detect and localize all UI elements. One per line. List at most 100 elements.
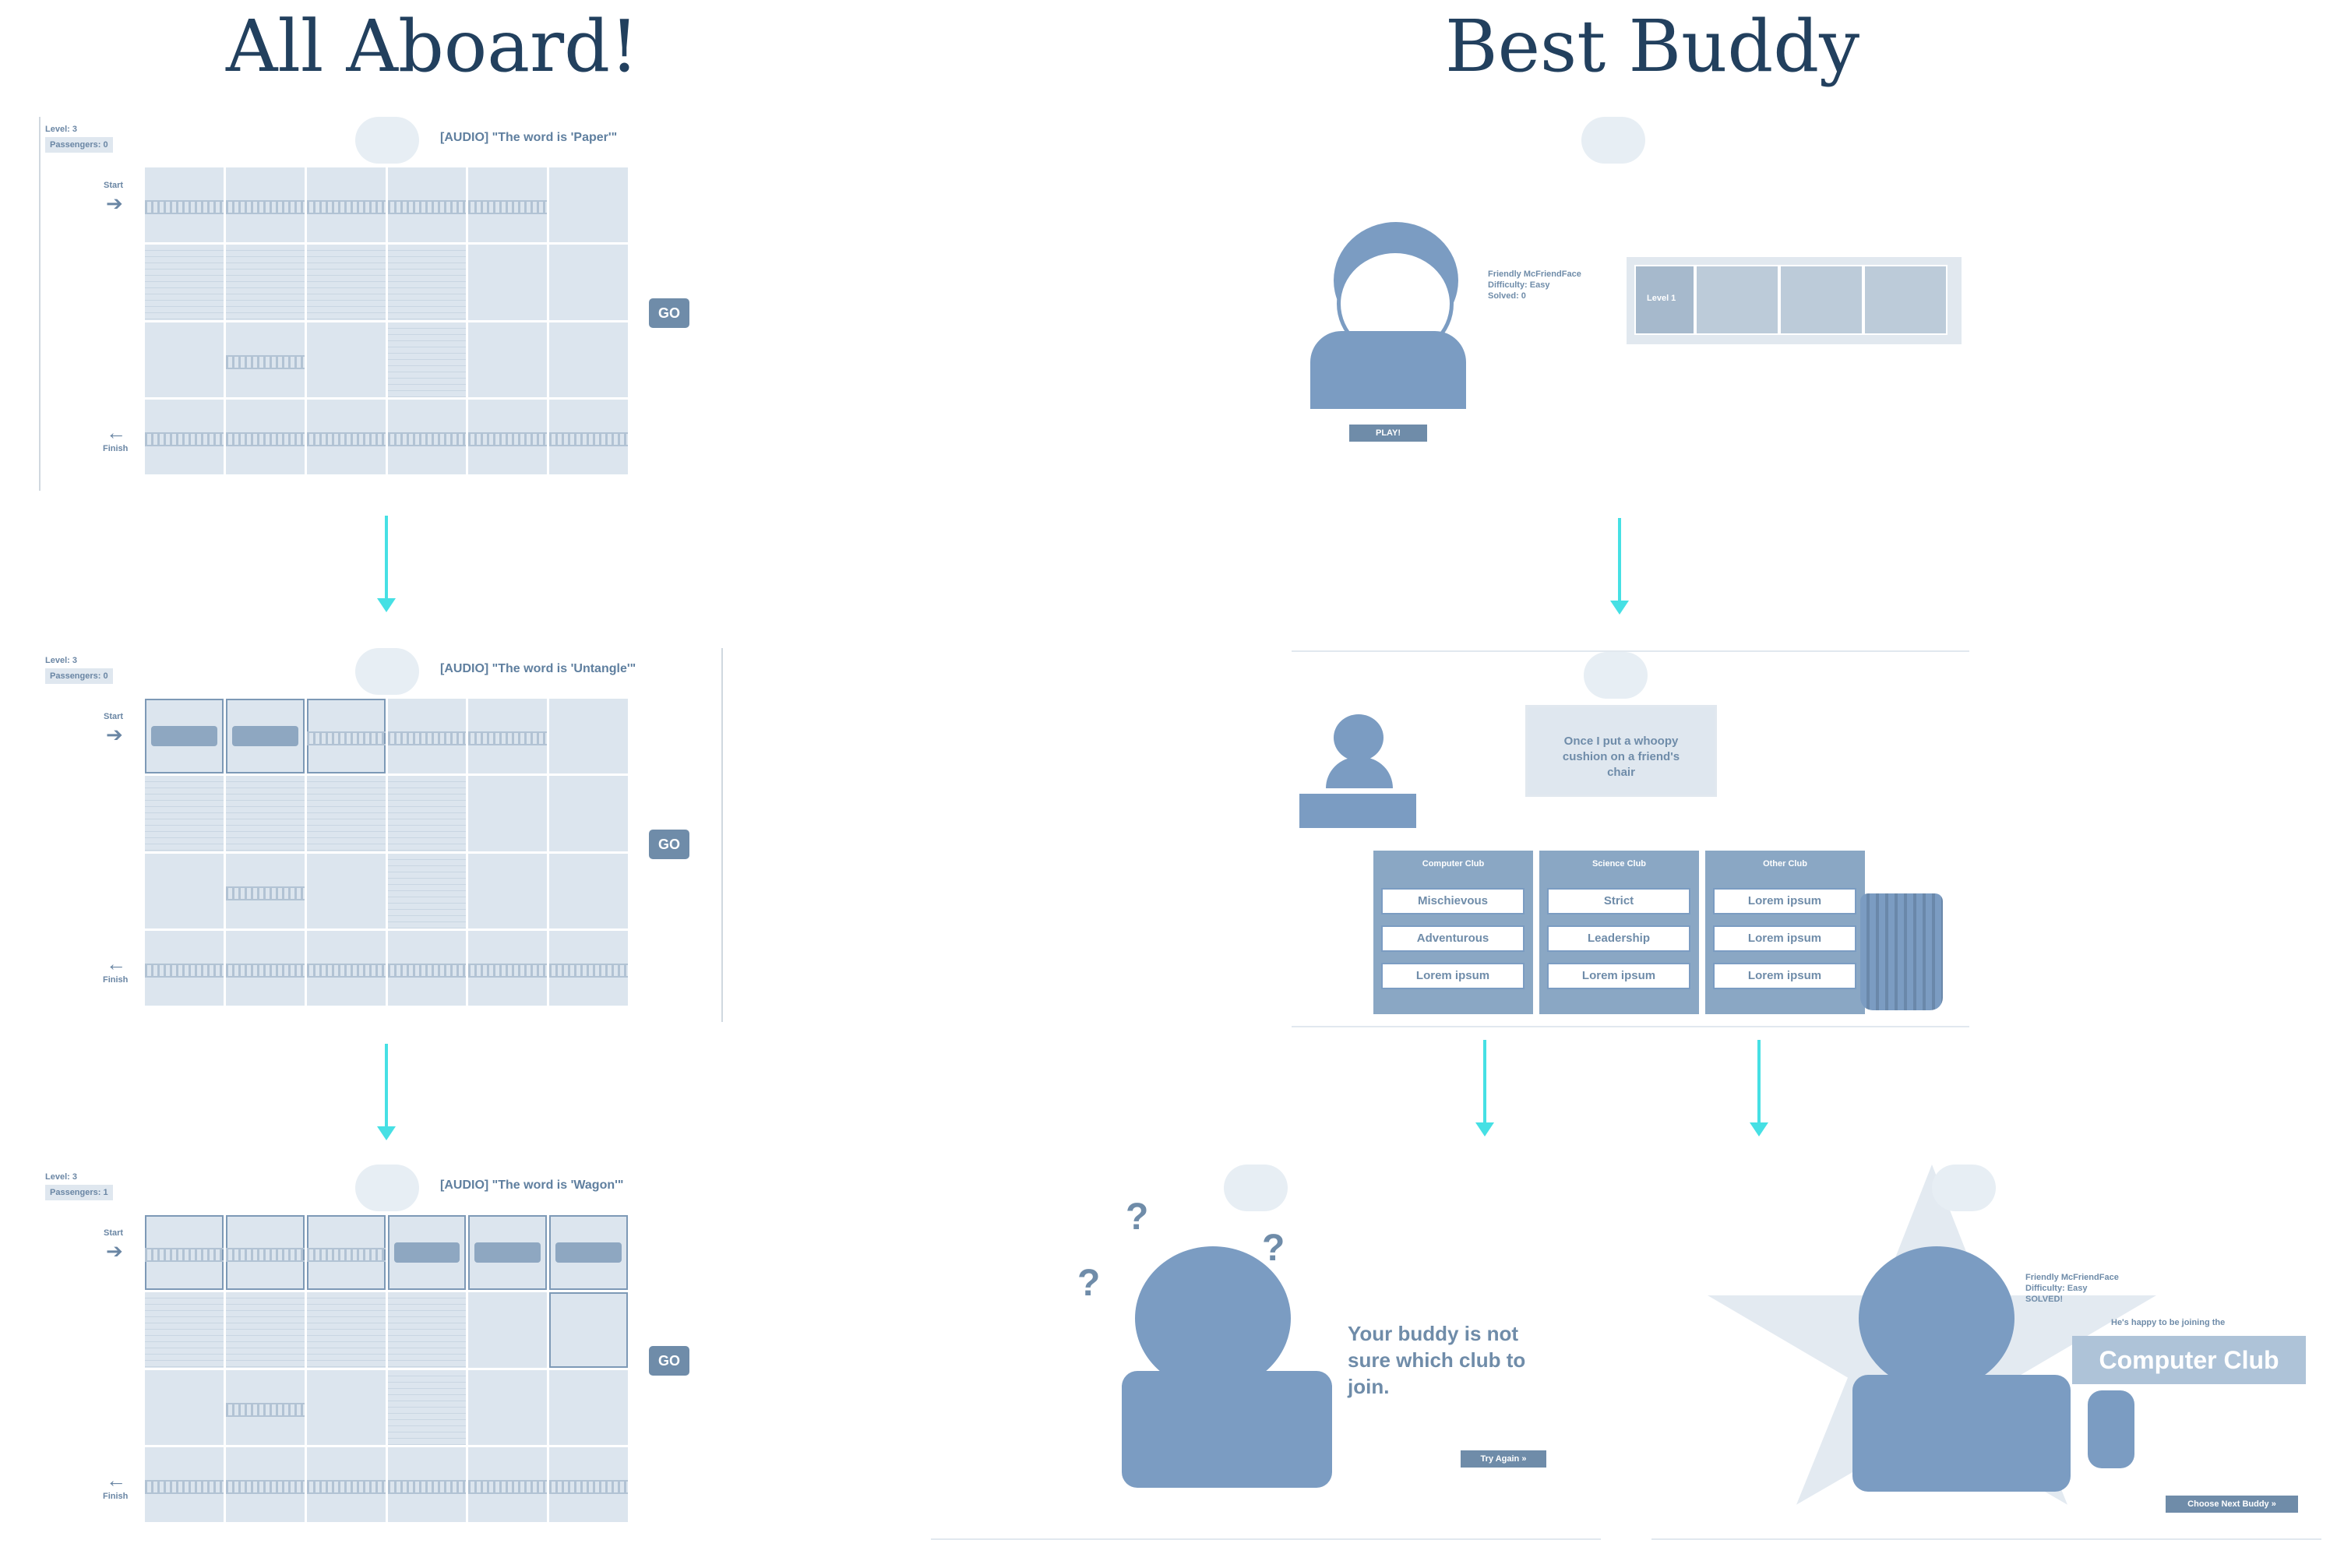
grid-cell[interactable]: [549, 1446, 628, 1522]
grid-cell[interactable]: [468, 167, 548, 243]
grid-cell[interactable]: [549, 1215, 628, 1291]
trait-card[interactable]: Mischievous: [1381, 888, 1525, 914]
grid-cell[interactable]: [549, 245, 628, 320]
grid-cell[interactable]: [387, 1215, 467, 1291]
try-again-button[interactable]: Try Again »: [1461, 1450, 1546, 1468]
speaker-icon[interactable]: [1581, 117, 1645, 164]
speaker-icon[interactable]: [1224, 1165, 1288, 1211]
grid-cell[interactable]: [145, 1292, 224, 1368]
grid-cell[interactable]: [549, 853, 628, 928]
grid-cell[interactable]: [225, 1369, 305, 1445]
grid-cell[interactable]: [145, 1215, 224, 1291]
grid-cell[interactable]: [225, 1446, 305, 1522]
grid-cell[interactable]: [225, 245, 305, 320]
grid-cell[interactable]: [145, 853, 224, 928]
trait-card[interactable]: Lorem ipsum: [1381, 963, 1525, 989]
speaker-icon[interactable]: [1932, 1165, 1996, 1211]
trait-card[interactable]: Lorem ipsum: [1713, 888, 1856, 914]
grid-cell[interactable]: [145, 699, 224, 774]
trait-card[interactable]: Adventurous: [1381, 925, 1525, 952]
grid-cell[interactable]: [468, 1215, 548, 1291]
grid-cell[interactable]: [468, 930, 548, 1006]
buddy-thumb[interactable]: [1695, 265, 1779, 335]
trait-card[interactable]: Strict: [1547, 888, 1690, 914]
grid-cell[interactable]: [306, 1369, 386, 1445]
grid-cell[interactable]: [549, 167, 628, 243]
go-button[interactable]: GO: [649, 298, 689, 328]
trash-bin-icon[interactable]: [1860, 893, 1943, 1010]
grid-cell[interactable]: [145, 245, 224, 320]
grid-cell[interactable]: [306, 245, 386, 320]
grid-cell[interactable]: [306, 1446, 386, 1522]
buddy-thumb[interactable]: [1779, 265, 1863, 335]
grid-cell[interactable]: [387, 776, 467, 851]
grid-cell[interactable]: [468, 322, 548, 397]
grid-cell[interactable]: [468, 399, 548, 474]
grid-cell[interactable]: [468, 699, 548, 774]
grid-cell[interactable]: [549, 1292, 628, 1368]
grid-cell[interactable]: [387, 167, 467, 243]
grid-cell[interactable]: [468, 245, 548, 320]
club-box-other[interactable]: Other Club Lorem ipsum Lorem ipsum Lorem…: [1705, 851, 1865, 1014]
grid-cell[interactable]: [387, 930, 467, 1006]
speaker-icon[interactable]: [355, 648, 419, 695]
grid-cell[interactable]: [145, 1369, 224, 1445]
buddy-thumb[interactable]: [1863, 265, 1948, 335]
grid-cell[interactable]: [145, 399, 224, 474]
speaker-icon[interactable]: [355, 117, 419, 164]
trait-card[interactable]: Lorem ipsum: [1713, 925, 1856, 952]
grid-cell[interactable]: [306, 322, 386, 397]
level-tab[interactable]: Level 1: [1634, 265, 1695, 335]
grid-cell[interactable]: [387, 1446, 467, 1522]
grid-cell[interactable]: [306, 1215, 386, 1291]
grid-cell[interactable]: [549, 1369, 628, 1445]
grid-cell[interactable]: [549, 322, 628, 397]
grid-cell[interactable]: [549, 776, 628, 851]
grid-cell[interactable]: [387, 699, 467, 774]
grid-cell[interactable]: [387, 1292, 467, 1368]
grid-cell[interactable]: [549, 930, 628, 1006]
club-box-science[interactable]: Science Club Strict Leadership Lorem ips…: [1539, 851, 1699, 1014]
grid-cell[interactable]: [306, 930, 386, 1006]
trait-card[interactable]: Lorem ipsum: [1713, 963, 1856, 989]
grid-cell[interactable]: [145, 930, 224, 1006]
grid-cell[interactable]: [225, 399, 305, 474]
grid-cell[interactable]: [468, 1369, 548, 1445]
grid-cell[interactable]: [468, 1446, 548, 1522]
grid-cell[interactable]: [225, 1215, 305, 1291]
play-button[interactable]: PLAY!: [1349, 425, 1427, 442]
grid-cell[interactable]: [145, 1446, 224, 1522]
grid-cell[interactable]: [306, 399, 386, 474]
grid-cell[interactable]: [549, 699, 628, 774]
grid-cell[interactable]: [549, 399, 628, 474]
grid-cell[interactable]: [306, 1292, 386, 1368]
trait-card[interactable]: Lorem ipsum: [1547, 963, 1690, 989]
grid-cell[interactable]: [387, 853, 467, 928]
choose-next-buddy-button[interactable]: Choose Next Buddy »: [2166, 1496, 2298, 1513]
grid-cell[interactable]: [387, 322, 467, 397]
speaker-icon[interactable]: [355, 1165, 419, 1211]
grid-cell[interactable]: [225, 930, 305, 1006]
grid-cell[interactable]: [306, 776, 386, 851]
grid-cell[interactable]: [468, 776, 548, 851]
grid-cell[interactable]: [306, 853, 386, 928]
grid-cell[interactable]: [387, 1369, 467, 1445]
go-button[interactable]: GO: [649, 1346, 689, 1376]
grid-cell[interactable]: [225, 699, 305, 774]
grid-cell[interactable]: [145, 167, 224, 243]
grid-cell[interactable]: [387, 399, 467, 474]
grid-cell[interactable]: [306, 167, 386, 243]
grid-cell[interactable]: [145, 776, 224, 851]
trait-card[interactable]: Leadership: [1547, 925, 1690, 952]
club-box-computer[interactable]: Computer Club Mischievous Adventurous Lo…: [1373, 851, 1533, 1014]
go-button[interactable]: GO: [649, 830, 689, 859]
grid-cell[interactable]: [225, 167, 305, 243]
speaker-icon[interactable]: [1584, 652, 1648, 699]
grid-cell[interactable]: [225, 776, 305, 851]
grid-cell[interactable]: [225, 1292, 305, 1368]
grid-cell[interactable]: [468, 1292, 548, 1368]
grid-cell[interactable]: [225, 322, 305, 397]
grid-cell[interactable]: [468, 853, 548, 928]
grid-cell[interactable]: [145, 322, 224, 397]
grid-cell[interactable]: [225, 853, 305, 928]
